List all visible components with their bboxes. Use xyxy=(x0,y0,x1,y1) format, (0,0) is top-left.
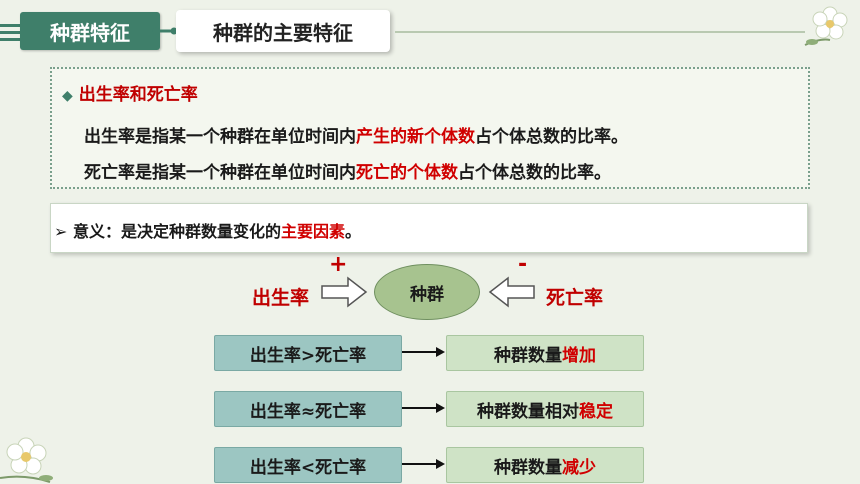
header-stripes-icon xyxy=(0,24,22,41)
result-box: 种群数量增加 xyxy=(446,335,644,371)
birth-rate-label: 出生率 xyxy=(252,287,310,309)
death-def-post: 占个体总数的比率。 xyxy=(458,163,611,183)
result-box: 种群数量减少 xyxy=(446,447,644,483)
arrow-bullet-icon: ➢ xyxy=(54,222,68,241)
significance-pre: 意义：是决定种群数量变化的 xyxy=(72,222,281,241)
definition-box xyxy=(50,67,810,189)
death-def-highlight: 死亡的个体数 xyxy=(356,163,458,183)
diamond-bullet-icon: ◆ xyxy=(62,88,73,104)
arrow-right-icon xyxy=(402,347,445,357)
result-highlight: 减少 xyxy=(562,457,596,478)
arrow-right-icon xyxy=(402,459,445,469)
flower-decoration-bottom-left-icon xyxy=(0,437,53,483)
header-divider xyxy=(395,31,805,33)
flower-decoration-top-right-icon xyxy=(804,6,848,46)
condition-box: 出生率<死亡率 xyxy=(214,447,402,483)
birth-rate-definition: 出生率是指某一个种群在单位时间内产生的新个体数占个体总数的比率。 xyxy=(84,122,628,147)
page-title: 种群的主要特征 xyxy=(176,10,390,52)
birth-def-post: 占个体总数的比率。 xyxy=(475,127,628,147)
hollow-arrow-left-icon xyxy=(488,276,535,308)
result-pre: 种群数量相对 xyxy=(477,401,579,422)
significance-highlight: 主要因素 xyxy=(281,222,346,241)
hollow-arrow-right-icon xyxy=(321,276,368,308)
section-title-tab[interactable]: 种群特征 xyxy=(20,12,160,50)
significance-post: 。 xyxy=(345,222,362,241)
birth-def-highlight: 产生的新个体数 xyxy=(356,127,475,147)
birth-def-pre: 出生率是指某一个种群在单位时间内 xyxy=(84,127,356,147)
minus-sign: - xyxy=(518,252,528,277)
definition-title-text: 出生率和死亡率 xyxy=(78,85,198,105)
plus-sign: + xyxy=(329,252,348,277)
population-ellipse: 种群 xyxy=(374,264,480,320)
arrow-right-icon xyxy=(402,403,445,413)
death-rate-definition: 死亡率是指某一个种群在单位时间内死亡的个体数占个体总数的比率。 xyxy=(84,158,611,183)
tab-connector-icon xyxy=(152,27,178,35)
significance-box xyxy=(50,203,808,253)
condition-box: 出生率>死亡率 xyxy=(214,335,402,371)
result-highlight: 增加 xyxy=(562,345,596,366)
result-box: 种群数量相对稳定 xyxy=(446,391,644,427)
result-pre: 种群数量 xyxy=(494,345,562,366)
result-highlight: 稳定 xyxy=(579,401,613,422)
definition-title: ◆ 出生率和死亡率 xyxy=(62,80,198,105)
condition-box: 出生率≈死亡率 xyxy=(214,391,402,427)
death-rate-label: 死亡率 xyxy=(546,287,604,309)
death-def-pre: 死亡率是指某一个种群在单位时间内 xyxy=(84,163,356,183)
significance-text: ➢ 意义：是决定种群数量变化的主要因素。 xyxy=(54,218,361,242)
result-pre: 种群数量 xyxy=(494,457,562,478)
